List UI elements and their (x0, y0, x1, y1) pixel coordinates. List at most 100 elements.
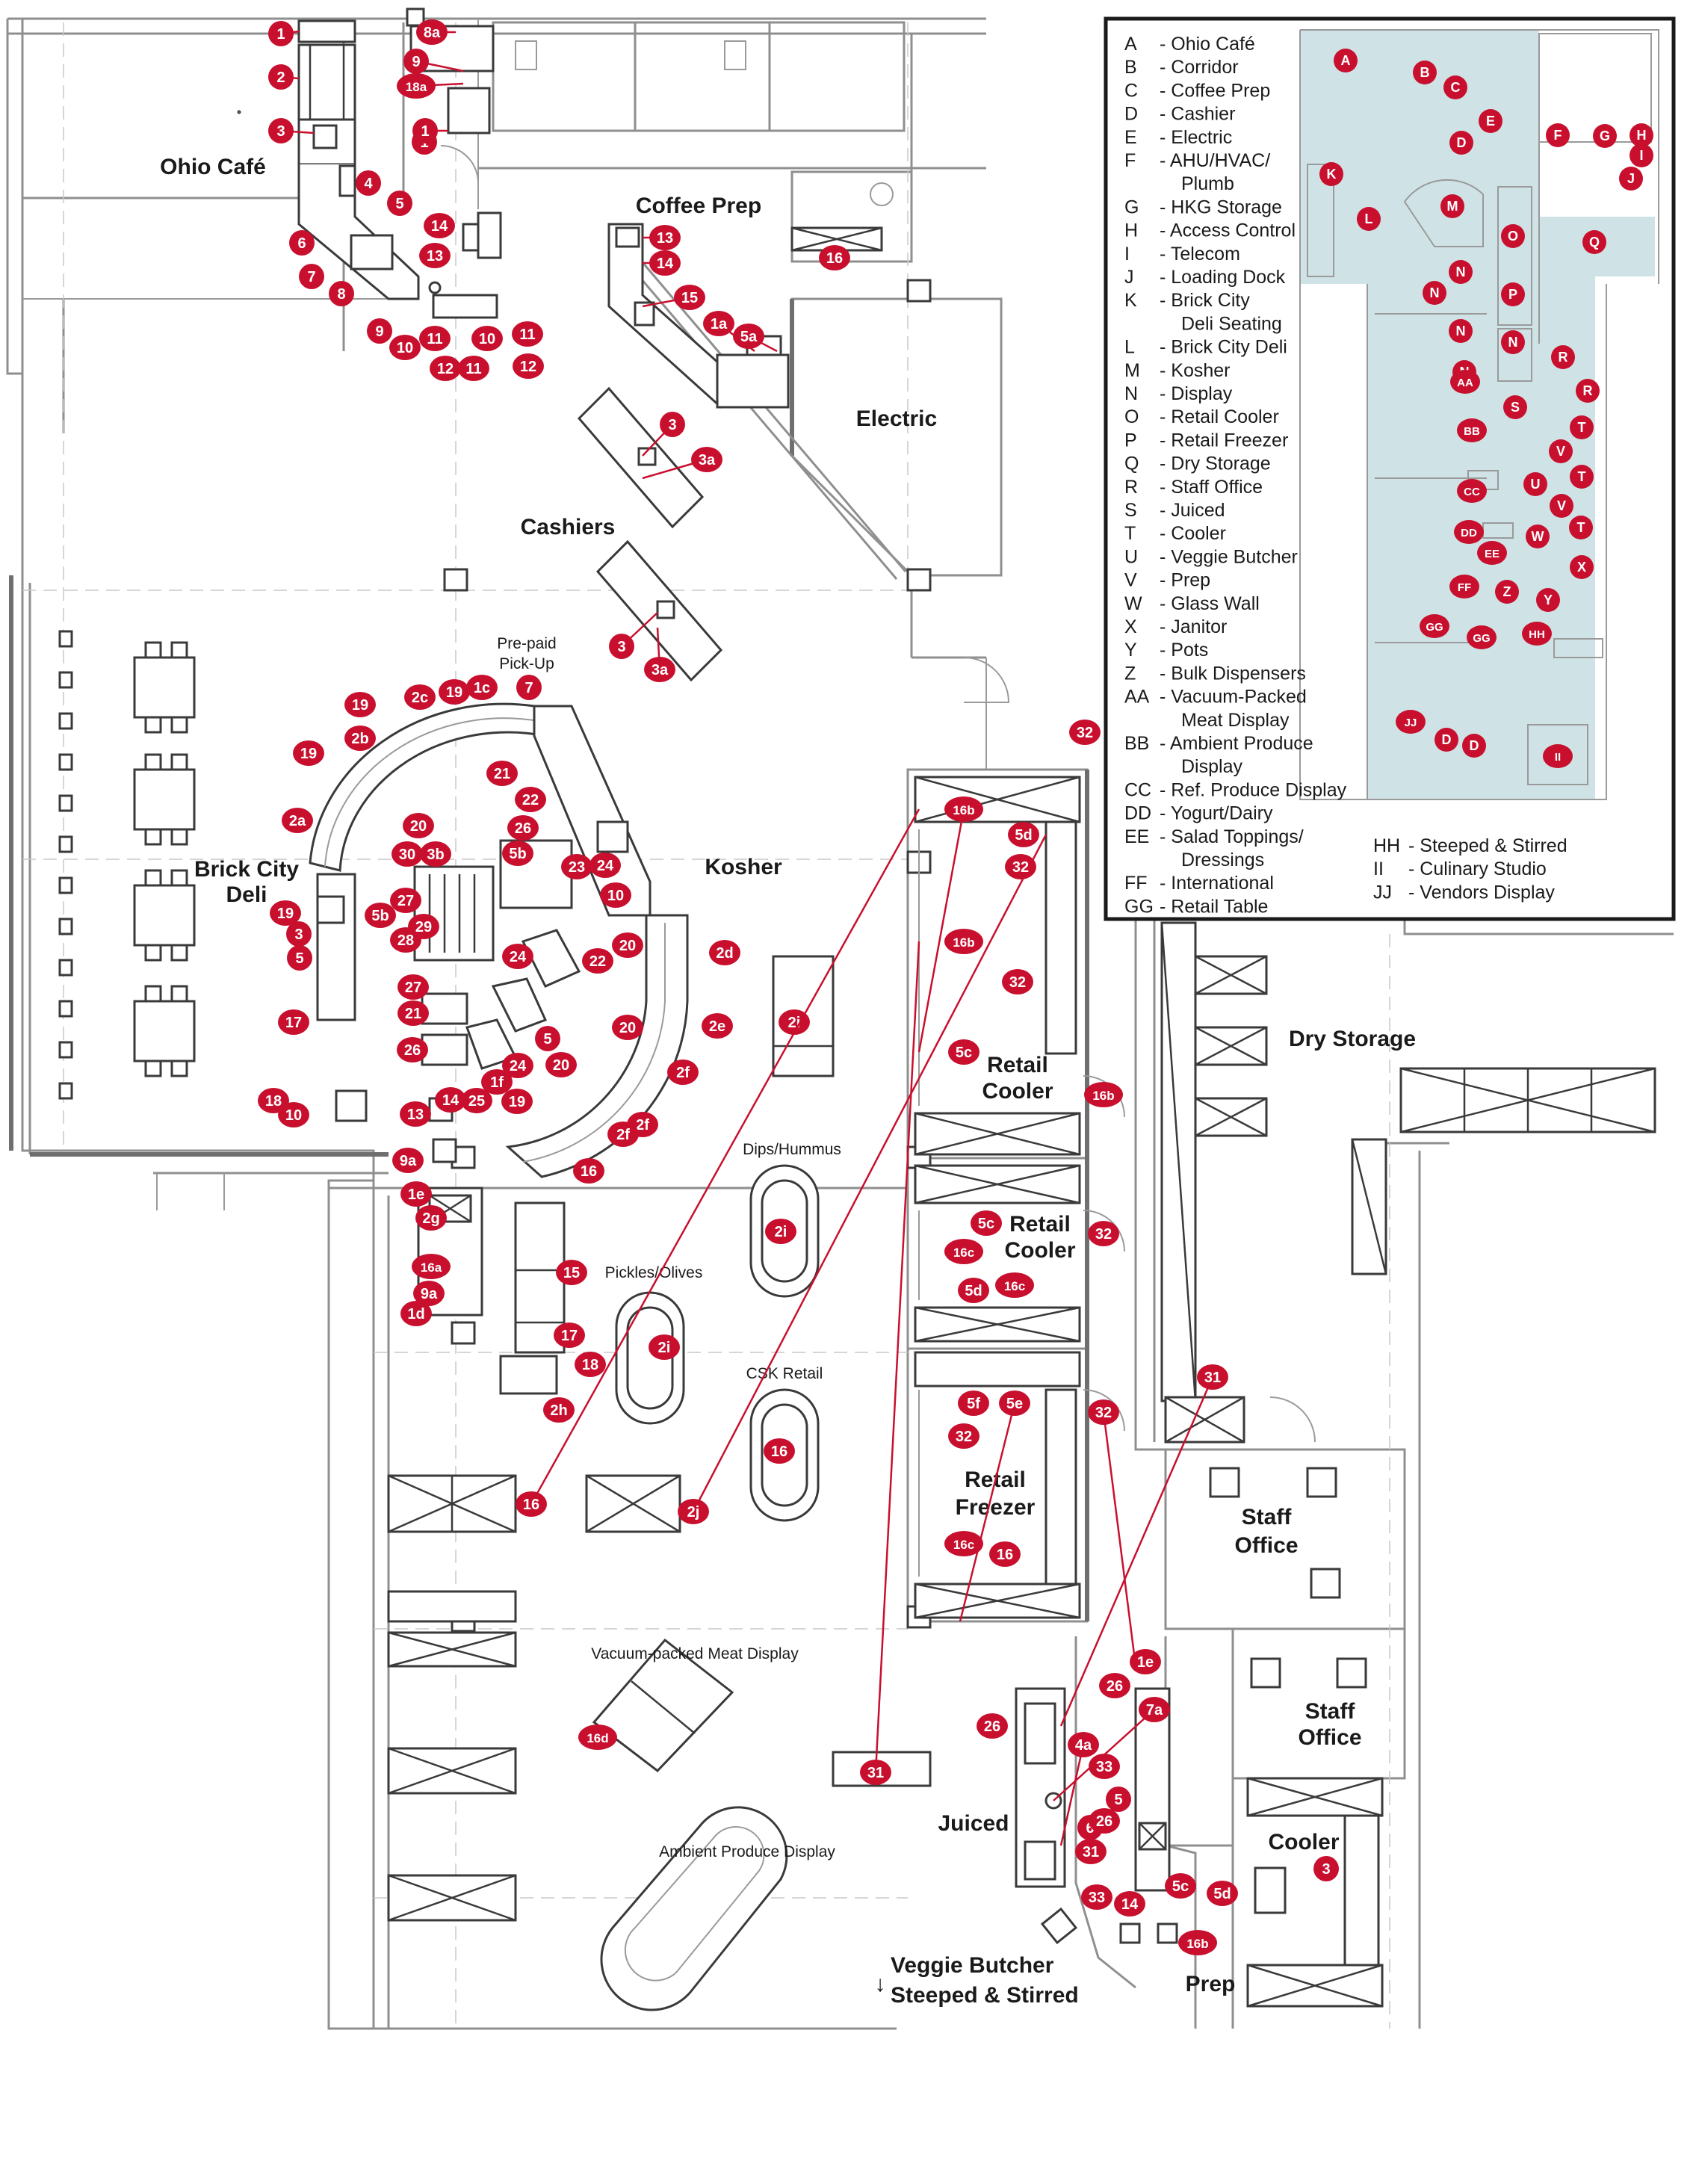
tag-badge (660, 412, 685, 437)
key-tag-Y: Y (1536, 588, 1560, 612)
storage-racks (387, 1474, 681, 1922)
key-tag-W: W (1526, 525, 1550, 548)
tag-14: 14 (424, 213, 455, 238)
tag-label: 2i (788, 1015, 801, 1031)
tag-leader (1059, 1744, 1085, 1846)
key-tag-P: P (1501, 282, 1525, 306)
tag-13: 13 (400, 1101, 431, 1127)
legend-code: N (1124, 383, 1138, 404)
tag-badge (989, 1541, 1021, 1567)
tag-label: 16b (1186, 1937, 1208, 1951)
retail-shelving (914, 776, 1081, 1619)
tag-badge (709, 940, 740, 965)
tag-25: 25 (461, 1088, 492, 1113)
room-kosher: Kosher (705, 855, 782, 879)
key-tag-badge (1334, 49, 1358, 72)
legend-code: EE (1124, 826, 1149, 847)
legend-entry-ii: II- Culinary Studio (1373, 859, 1547, 879)
tag-label: 13 (427, 248, 443, 265)
tag-12: 12 (513, 353, 544, 379)
tag-leader (1059, 1376, 1214, 1727)
tag-label: 24 (510, 1058, 527, 1074)
tag-9a: 9a (413, 1281, 445, 1306)
tag-badge (424, 213, 455, 238)
label-ambient-produce: Ambient Produce Display (659, 1843, 835, 1860)
tag-label: 5d (1213, 1886, 1231, 1902)
legend-entry-q: Q- Dry Storage (1124, 454, 1271, 474)
tag-label: 5 (1114, 1792, 1122, 1808)
legend-code: Q (1124, 454, 1139, 474)
legend-name: - Coffee Prep (1160, 80, 1270, 101)
legend-code: M (1124, 360, 1140, 381)
tag-label: 5a (740, 329, 758, 345)
tag-label: 29 (415, 919, 432, 935)
tag-label: 2c (412, 690, 428, 706)
tag-badge (420, 841, 451, 867)
tag-label: 5b (509, 846, 526, 862)
legend-entry-cc: CC- Ref. Produce Display (1124, 779, 1347, 800)
deli-seating (58, 630, 196, 1100)
legend-name: - Cashier (1160, 104, 1235, 125)
tag-label: 2j (687, 1504, 700, 1521)
tag-11: 11 (458, 356, 489, 381)
tag-24: 24 (502, 944, 533, 969)
key-tag-label: G (1600, 129, 1610, 143)
legend-name: - Vendors Display (1408, 882, 1555, 903)
tag-label: 14 (431, 218, 448, 235)
tag-label: 2h (550, 1402, 567, 1419)
key-tag-label: A (1341, 53, 1351, 68)
key-tag-BB: BB (1457, 418, 1487, 442)
tag-label: 2g (422, 1210, 439, 1227)
legend-code: U (1124, 546, 1138, 567)
tag-badge (1313, 1856, 1339, 1881)
tag-badge (344, 726, 376, 751)
legend-name: - Retail Table (1160, 896, 1268, 917)
tag-badge (944, 929, 983, 954)
key-tag-badge (1477, 541, 1507, 565)
tag-16: 16 (573, 1158, 604, 1184)
room-staff-office-b-line1: Staff (1305, 1699, 1356, 1724)
tag-label: 5f (967, 1396, 980, 1412)
tag-9: 9 (367, 318, 392, 344)
tag-badge (609, 634, 634, 659)
key-tag-AA: AA (1450, 370, 1480, 394)
key-tag-M: M (1440, 194, 1464, 218)
tag-badge (392, 1148, 424, 1173)
tag-badge (481, 1069, 513, 1095)
tag-17: 17 (554, 1323, 585, 1348)
tag-badge (278, 1009, 309, 1035)
tag-label: 33 (1096, 1759, 1112, 1775)
tag-label: 3 (617, 639, 625, 655)
tag-label: 1a (711, 316, 728, 332)
tag-label: 22 (522, 792, 539, 808)
key-tag-I: I (1630, 143, 1653, 167)
key-tag-label: AA (1457, 377, 1473, 389)
tag-label: 26 (404, 1042, 421, 1059)
tag-19: 19 (344, 692, 376, 717)
tag-label: 16c (1004, 1279, 1025, 1293)
legend-name: - Loading Dock (1160, 267, 1286, 288)
tag-badge (390, 888, 421, 913)
tag-5: 5 (287, 945, 312, 971)
tag-16b: 16b (944, 929, 983, 954)
tag-badge (678, 1499, 709, 1524)
key-tag-badge (1630, 123, 1653, 147)
tag-badge (403, 49, 429, 74)
key-tag-V: V (1550, 494, 1573, 518)
key-tag-label: BB (1464, 425, 1480, 438)
tag-label: 17 (285, 1015, 302, 1031)
tag-badge (977, 1713, 1008, 1739)
key-tag-DD: DD (1454, 520, 1484, 544)
tag-5e: 5e (959, 1390, 1030, 1622)
legend-entry-o: O- Retail Cooler (1124, 406, 1279, 427)
tag-badge (516, 675, 542, 700)
tag-17: 17 (278, 1009, 309, 1035)
tag-2i: 2i (765, 1219, 796, 1244)
legend-entry-a: A- Ohio Café (1124, 34, 1255, 55)
room-juiced: Juiced (938, 1811, 1009, 1836)
legend-code: FF (1124, 873, 1148, 894)
tag-label: 26 (515, 820, 531, 837)
legend-entry-hh: HH- Steeped & Stirred (1373, 835, 1567, 856)
key-tag-V: V (1549, 439, 1573, 463)
